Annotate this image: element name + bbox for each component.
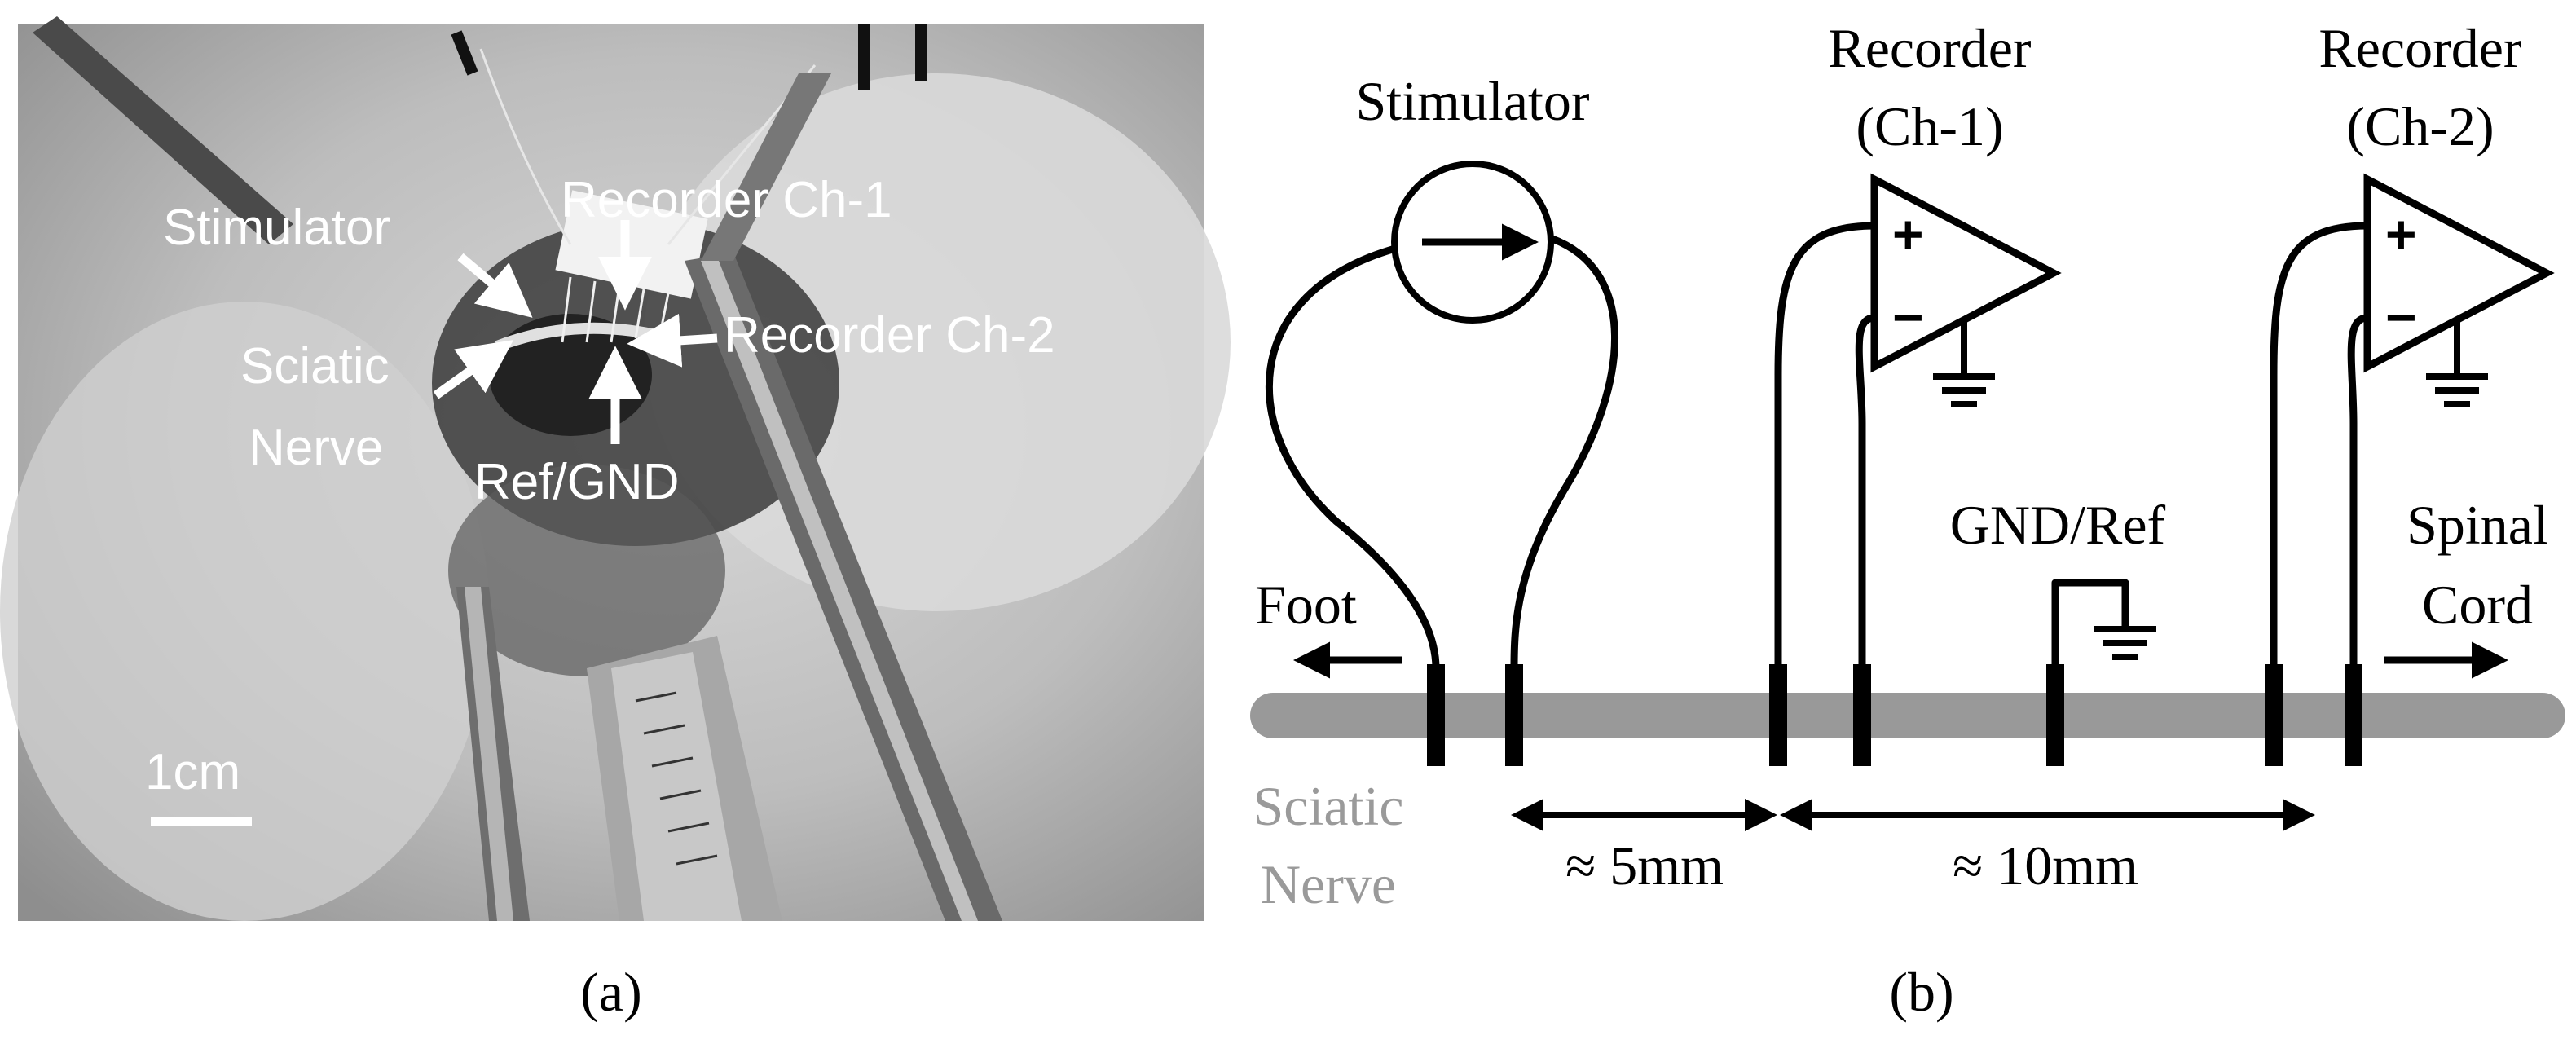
amp2-ground-icon	[2426, 322, 2488, 407]
spacing-10mm-label: ≈ 10mm	[1953, 835, 2138, 896]
amp1-plus-sign: +	[1892, 204, 1924, 264]
stimulator-label: Stimulator	[1355, 70, 1589, 132]
caption-a: (a)	[580, 961, 641, 1023]
amp2-minus-sign: −	[2385, 287, 2417, 347]
photo-label-sciatic: Sciatic	[240, 338, 390, 394]
panel-b-schematic: + − + −	[1250, 17, 2565, 915]
photo-forceps	[33, 16, 1002, 921]
sciatic-nerve-arrow	[433, 340, 514, 399]
recorder-ch2-arrow	[627, 313, 718, 368]
recorder1-lead-minus	[1855, 314, 1878, 672]
photo-syringe	[587, 636, 782, 921]
photo-label-recorder-ch2: Recorder Ch-2	[724, 307, 1055, 363]
photo-arrows	[433, 220, 718, 444]
photo-wires	[451, 24, 927, 90]
sciatic-label-line2: Nerve	[1261, 853, 1396, 915]
amp1-ground-icon	[1933, 322, 1995, 407]
panel-a-photo: Stimulator Recorder Ch-1 Recorder Ch-2 S…	[0, 16, 1231, 921]
foot-label: Foot	[1255, 574, 1357, 636]
scale-bar	[151, 817, 252, 826]
spinal-label-line2: Cord	[2422, 574, 2533, 636]
stimulator-lead-right	[1510, 234, 1618, 672]
sciatic-label-line1: Sciatic	[1253, 775, 1403, 837]
current-source-icon	[1391, 161, 1554, 324]
recorder1-label-line1: Recorder	[1828, 17, 2032, 79]
amp1-minus-sign: −	[1892, 287, 1924, 347]
stimulator-arrow	[457, 253, 533, 318]
recorder2-lead-plus	[2270, 222, 2371, 672]
incision-lower	[448, 465, 725, 676]
amp2-plus-sign: +	[2385, 204, 2417, 264]
fur-region-left	[0, 302, 489, 921]
electrodes	[1427, 664, 2362, 766]
gnd-ref-wire	[2051, 579, 2129, 672]
photo-label-recorder-ch1: Recorder Ch-1	[561, 172, 892, 228]
caption-b: (b)	[1889, 961, 1953, 1023]
recorder2-label-line2: (Ch-2)	[2346, 95, 2494, 157]
recorder1-label-line2: (Ch-1)	[1856, 95, 2003, 157]
stimulator-lead-left	[1266, 244, 1440, 672]
wires	[1266, 222, 2371, 672]
recorder1-lead-plus	[1774, 222, 1878, 672]
photo-label-ref-gnd: Ref/GND	[474, 454, 679, 510]
gnd-ref-label: GND/Ref	[1950, 494, 2166, 556]
recorder2-label-line1: Recorder	[2318, 17, 2522, 79]
amplifier-ch1-icon: + −	[1870, 173, 2062, 407]
photo-label-stimulator: Stimulator	[163, 200, 390, 256]
recorder2-lead-minus	[2347, 314, 2371, 672]
gnd-ref-ground-icon	[2094, 626, 2156, 660]
amplifier-ch2-icon: + −	[2363, 173, 2555, 407]
photo-label-nerve: Nerve	[249, 420, 383, 476]
scale-bar-label: 1cm	[145, 744, 240, 800]
photo-connector	[555, 190, 708, 299]
spinal-label-line1: Spinal	[2406, 494, 2548, 556]
spacing-5mm-label: ≈ 5mm	[1565, 835, 1724, 896]
